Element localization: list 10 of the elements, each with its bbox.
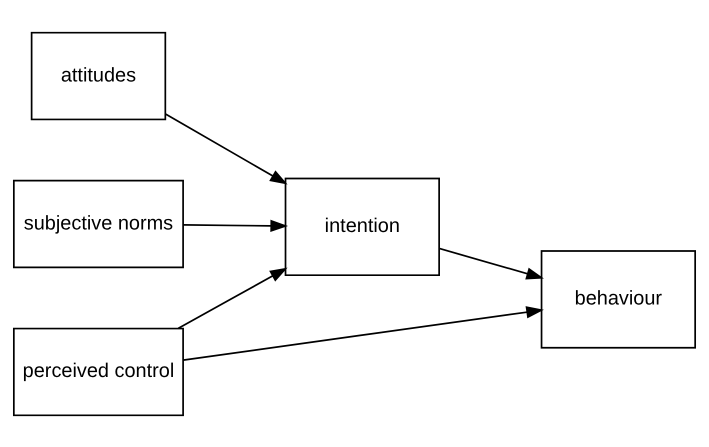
arrow xyxy=(165,112,288,184)
arrow xyxy=(183,306,544,360)
node-box: perceived control xyxy=(12,327,184,416)
arrow xyxy=(178,267,288,329)
node-box: attitudes xyxy=(30,31,166,120)
node-box: subjective norms xyxy=(12,179,184,268)
arrow xyxy=(183,219,288,232)
node-box: intention xyxy=(284,177,440,276)
arrow xyxy=(439,247,544,280)
node-box: behaviour xyxy=(540,250,696,348)
